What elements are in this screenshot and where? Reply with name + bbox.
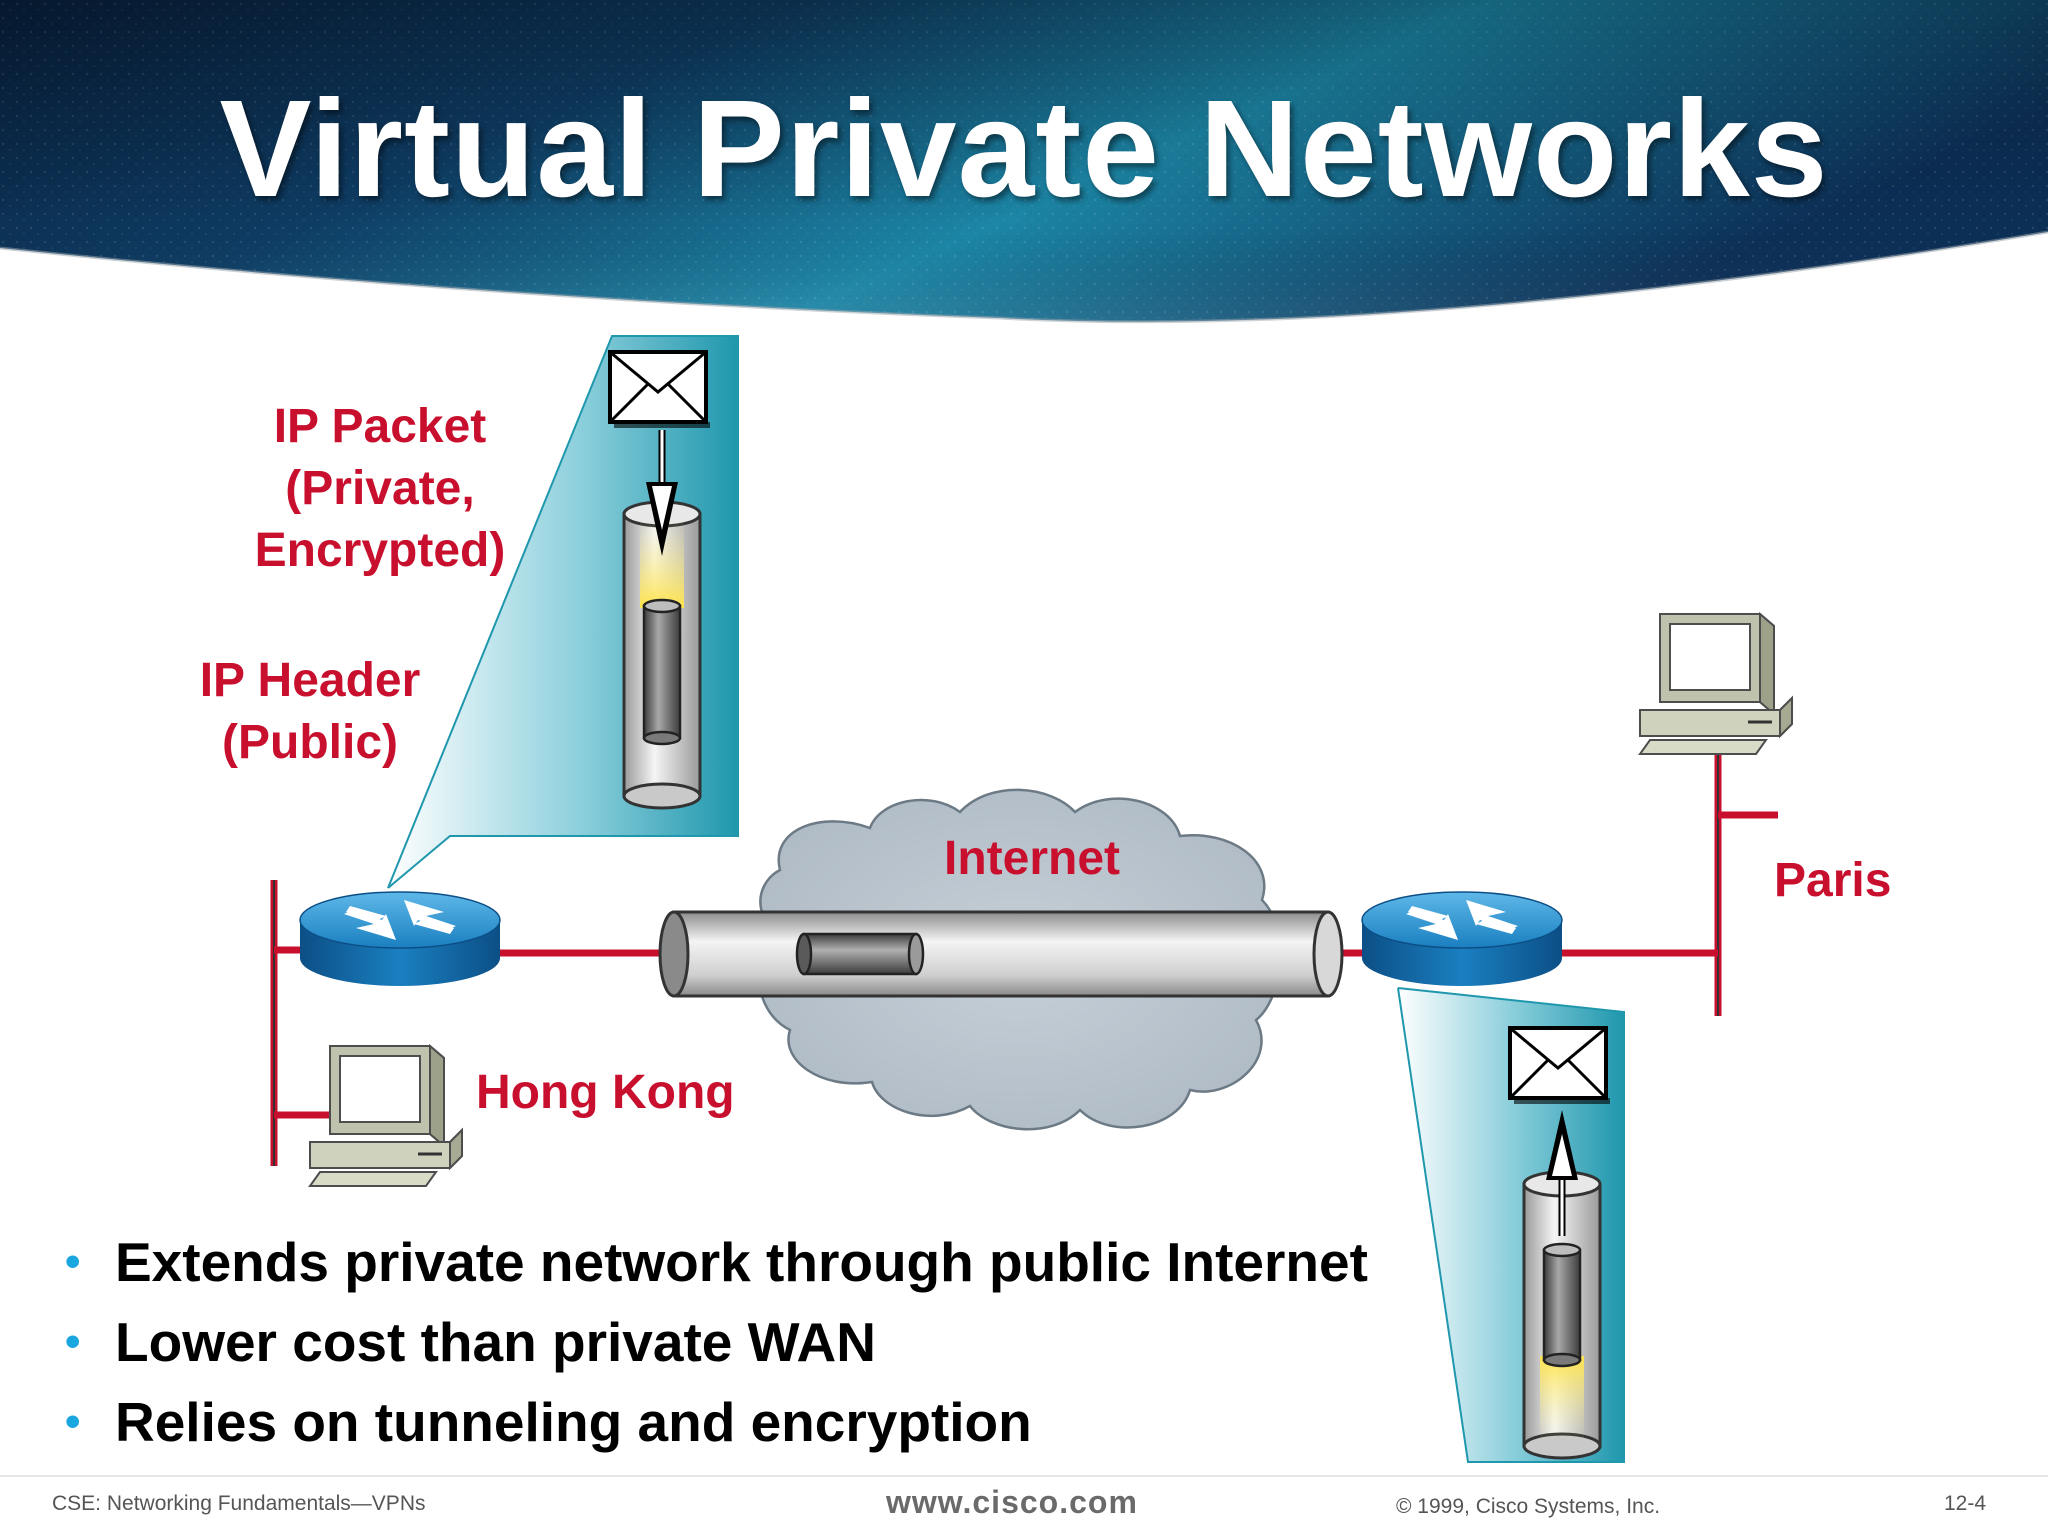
bullet-item: • Extends private network through public… [65, 1222, 1368, 1302]
footer-page-number: 12-4 [1944, 1492, 1987, 1515]
tunnel-icon [658, 910, 1344, 998]
bullet-item: • Relies on tunneling and encryption [65, 1382, 1368, 1462]
ip-header-label: IP Header (Public) [160, 650, 460, 774]
down-arrow-icon [646, 430, 678, 556]
bullet-text: Lower cost than private WAN [115, 1311, 876, 1373]
header-banner [0, 0, 2048, 324]
ip-header-line-1: IP Header [199, 654, 421, 707]
footer-url-link[interactable]: www.cisco.com [886, 1484, 1138, 1520]
paris-lan-line [1560, 746, 1778, 1016]
footer-copyright: © 1999, Cisco Systems, Inc. [1396, 1495, 1661, 1518]
hong-kong-computer-icon [308, 1044, 464, 1188]
envelope-icon [608, 350, 712, 430]
slide-title: Virtual Private Networks [219, 72, 1829, 226]
bullet-item: • Lower cost than private WAN [65, 1302, 1368, 1382]
ip-packet-line-2: (Private, [285, 462, 475, 515]
paris-router-icon [1361, 891, 1563, 987]
footer-course-title: CSE: Networking Fundamentals—VPNs [52, 1492, 426, 1515]
internet-label: Internet [944, 832, 1121, 885]
bullet-text: Extends private network through public I… [115, 1231, 1368, 1293]
bullet-text: Relies on tunneling and encryption [115, 1391, 1032, 1453]
ip-packet-label: IP Packet (Private, Encrypted) [240, 396, 520, 582]
envelope-icon [1508, 1026, 1612, 1106]
bullet-dot-icon: • [65, 1237, 81, 1286]
hong-kong-label: Hong Kong [476, 1066, 735, 1119]
paris-computer-icon [1638, 612, 1794, 756]
ip-packet-line-1: IP Packet [273, 400, 487, 453]
hong-kong-router-icon [299, 891, 501, 987]
ip-packet-line-3: Encrypted) [254, 524, 506, 577]
encapsulated-packet-icon [795, 932, 925, 976]
bullet-dot-icon: • [65, 1397, 81, 1446]
ip-header-line-2: (Public) [222, 716, 398, 769]
encapsulation-tube-icon [622, 500, 702, 810]
bullet-dot-icon: • [65, 1317, 81, 1366]
bullet-list: • Extends private network through public… [65, 1222, 1368, 1462]
paris-label: Paris [1774, 854, 1892, 907]
up-arrow-icon [1546, 1110, 1578, 1236]
